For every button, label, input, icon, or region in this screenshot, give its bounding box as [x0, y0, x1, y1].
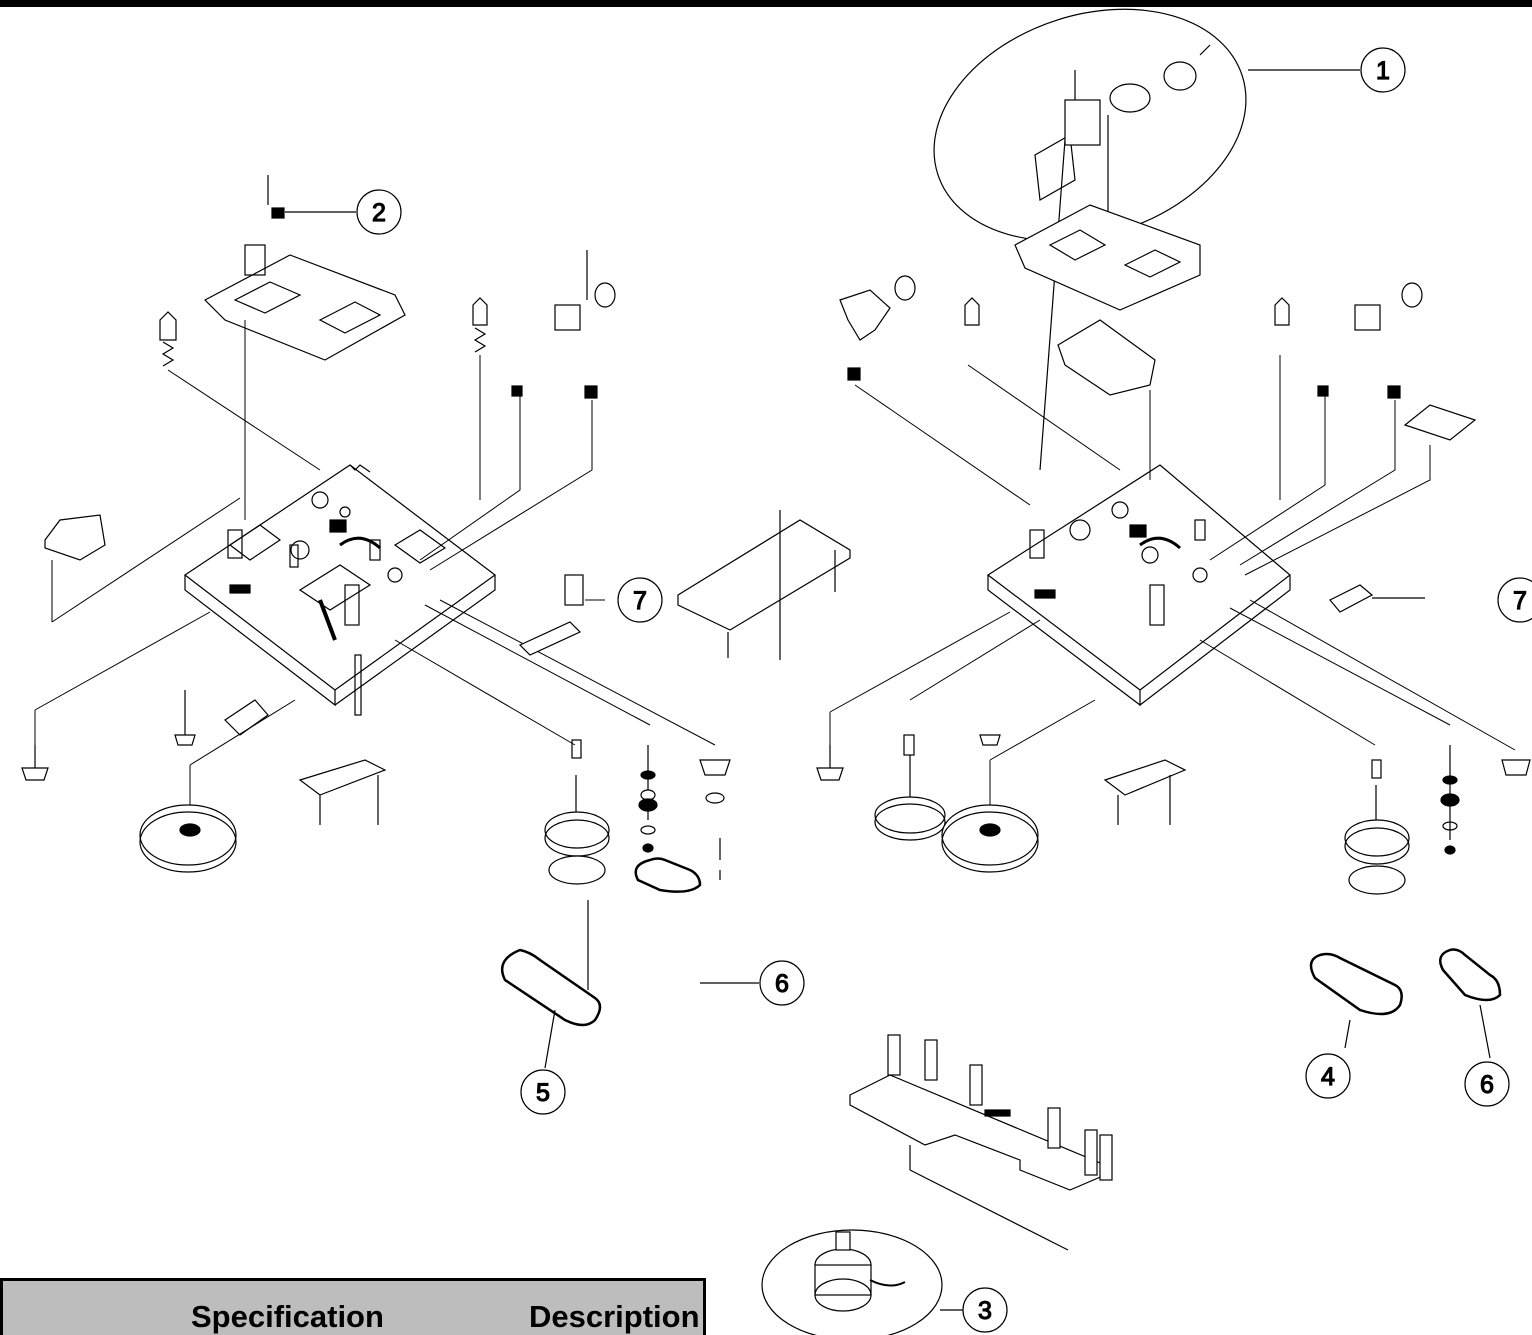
callout-2: 2: [372, 199, 386, 227]
callout-5: 5: [536, 1079, 550, 1107]
left-mechanism: [21, 175, 851, 1069]
right-leader-lines: [829, 355, 1516, 830]
right-chassis: [986, 464, 1291, 707]
callout-4: 4: [1321, 1063, 1335, 1091]
right-lower-parts: [816, 584, 1531, 1059]
callout-6-right: 6: [1480, 1071, 1494, 1099]
left-clamp: [44, 514, 106, 561]
description-header: Description: [529, 1299, 700, 1334]
left-pins: [159, 250, 616, 399]
left-slide-plate: [518, 510, 851, 660]
callout-7-right: 7: [1513, 587, 1527, 615]
left-chassis: [183, 464, 497, 707]
callout-3: 3: [978, 1297, 992, 1325]
pcb-assembly: [849, 1034, 1113, 1251]
callout-1: 1: [1376, 57, 1390, 85]
motor: [814, 1231, 906, 1312]
right-mechanism: [816, 8, 1531, 1059]
callout-7-left: 7: [633, 587, 647, 615]
top-border: [0, 0, 1532, 7]
right-pins: [839, 275, 1477, 441]
callout-6-left: 6: [775, 970, 789, 998]
specification-header: Specification: [191, 1299, 384, 1334]
right-top-bracket: [1014, 204, 1201, 311]
spec-table-header: Specification Description: [0, 1278, 706, 1335]
left-top-bracket: [204, 175, 406, 361]
left-lower-parts: [21, 654, 731, 1069]
callouts: 1 2 3 4 5 6 6 7 7: [285, 47, 1532, 1333]
motor-oval: [761, 1229, 943, 1335]
